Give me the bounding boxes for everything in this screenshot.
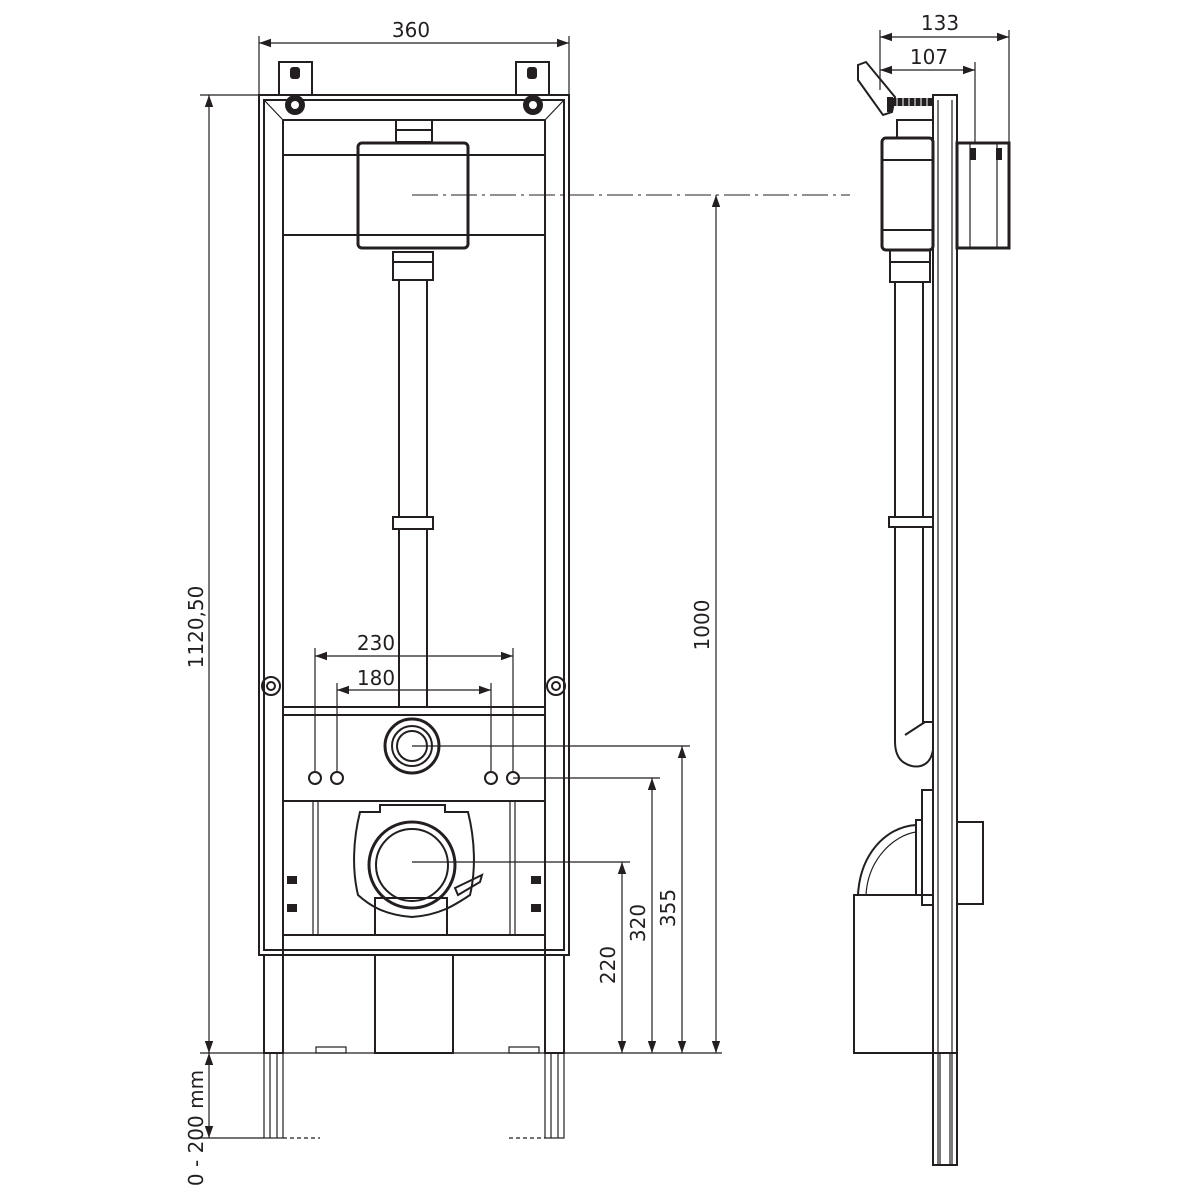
wall-bracket-left xyxy=(278,61,313,115)
wall-bracket-right xyxy=(515,61,550,115)
frame-mounting-holes xyxy=(261,676,566,696)
cistern-front xyxy=(282,119,546,281)
dim-rods-230: 230 xyxy=(357,631,395,655)
cistern-side xyxy=(880,119,1011,283)
dim-rods-180: 180 xyxy=(357,666,395,690)
flush-pipe-front xyxy=(392,279,434,708)
drain-elbow-side xyxy=(853,789,984,1054)
side-wall-bracket xyxy=(857,60,933,117)
dimension-lines xyxy=(200,30,1010,1139)
dim-height-220: 220 xyxy=(596,946,620,984)
flush-pipe-side xyxy=(888,281,934,768)
side-frame-upright xyxy=(932,94,958,1166)
dim-height-1000: 1000 xyxy=(690,600,714,651)
dim-width-360: 360 xyxy=(392,18,430,42)
dim-depth-133: 133 xyxy=(921,11,959,35)
front-view xyxy=(258,61,570,1139)
dim-depth-107: 107 xyxy=(910,45,948,69)
mounting-plate xyxy=(282,706,546,802)
drain-section-front xyxy=(283,800,545,951)
dim-leg-range: 0 - 200 mm xyxy=(184,1070,208,1186)
floor-and-legs-front xyxy=(263,954,565,1139)
dimension-labels: 360 133 107 1120,50 1000 230 180 220 320… xyxy=(184,11,959,1186)
dim-height-320: 320 xyxy=(626,904,650,942)
frame-outline xyxy=(258,94,570,956)
dim-height-355: 355 xyxy=(656,889,680,927)
side-view xyxy=(853,60,1011,1166)
dim-height-1120: 1120,50 xyxy=(184,586,208,669)
